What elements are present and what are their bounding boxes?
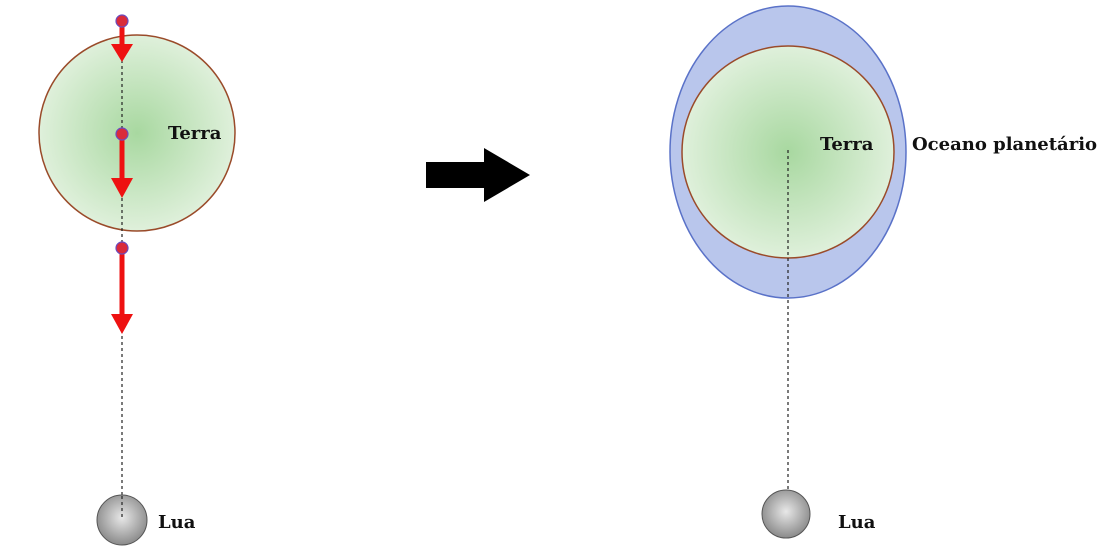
arrow-down-icon [111,44,133,62]
arrow-down-icon [111,314,133,334]
moon-circle-right [761,489,811,539]
force-arrow-top [111,14,133,62]
earth-circle-left [38,34,236,232]
force-point-center [115,127,129,141]
right-panel: Terra Oceano planetário Lua [669,5,1097,539]
ocean-label: Oceano planetário [912,134,1097,155]
force-point-top [115,14,129,28]
moon-label-right: Lua [838,512,876,533]
arrow-right-icon [426,148,530,202]
force-arrow-center [111,127,133,198]
earth-label-right: Terra [820,134,874,155]
force-point-bottom [115,241,129,255]
force-arrow-bottom [111,241,133,334]
transition-arrow [426,148,530,202]
arrow-down-icon [111,178,133,198]
moon-circle-left [96,494,148,546]
earth-label-left: Terra [168,123,222,144]
moon-label-left: Lua [158,512,196,533]
left-panel: Terra Lua [38,14,236,546]
